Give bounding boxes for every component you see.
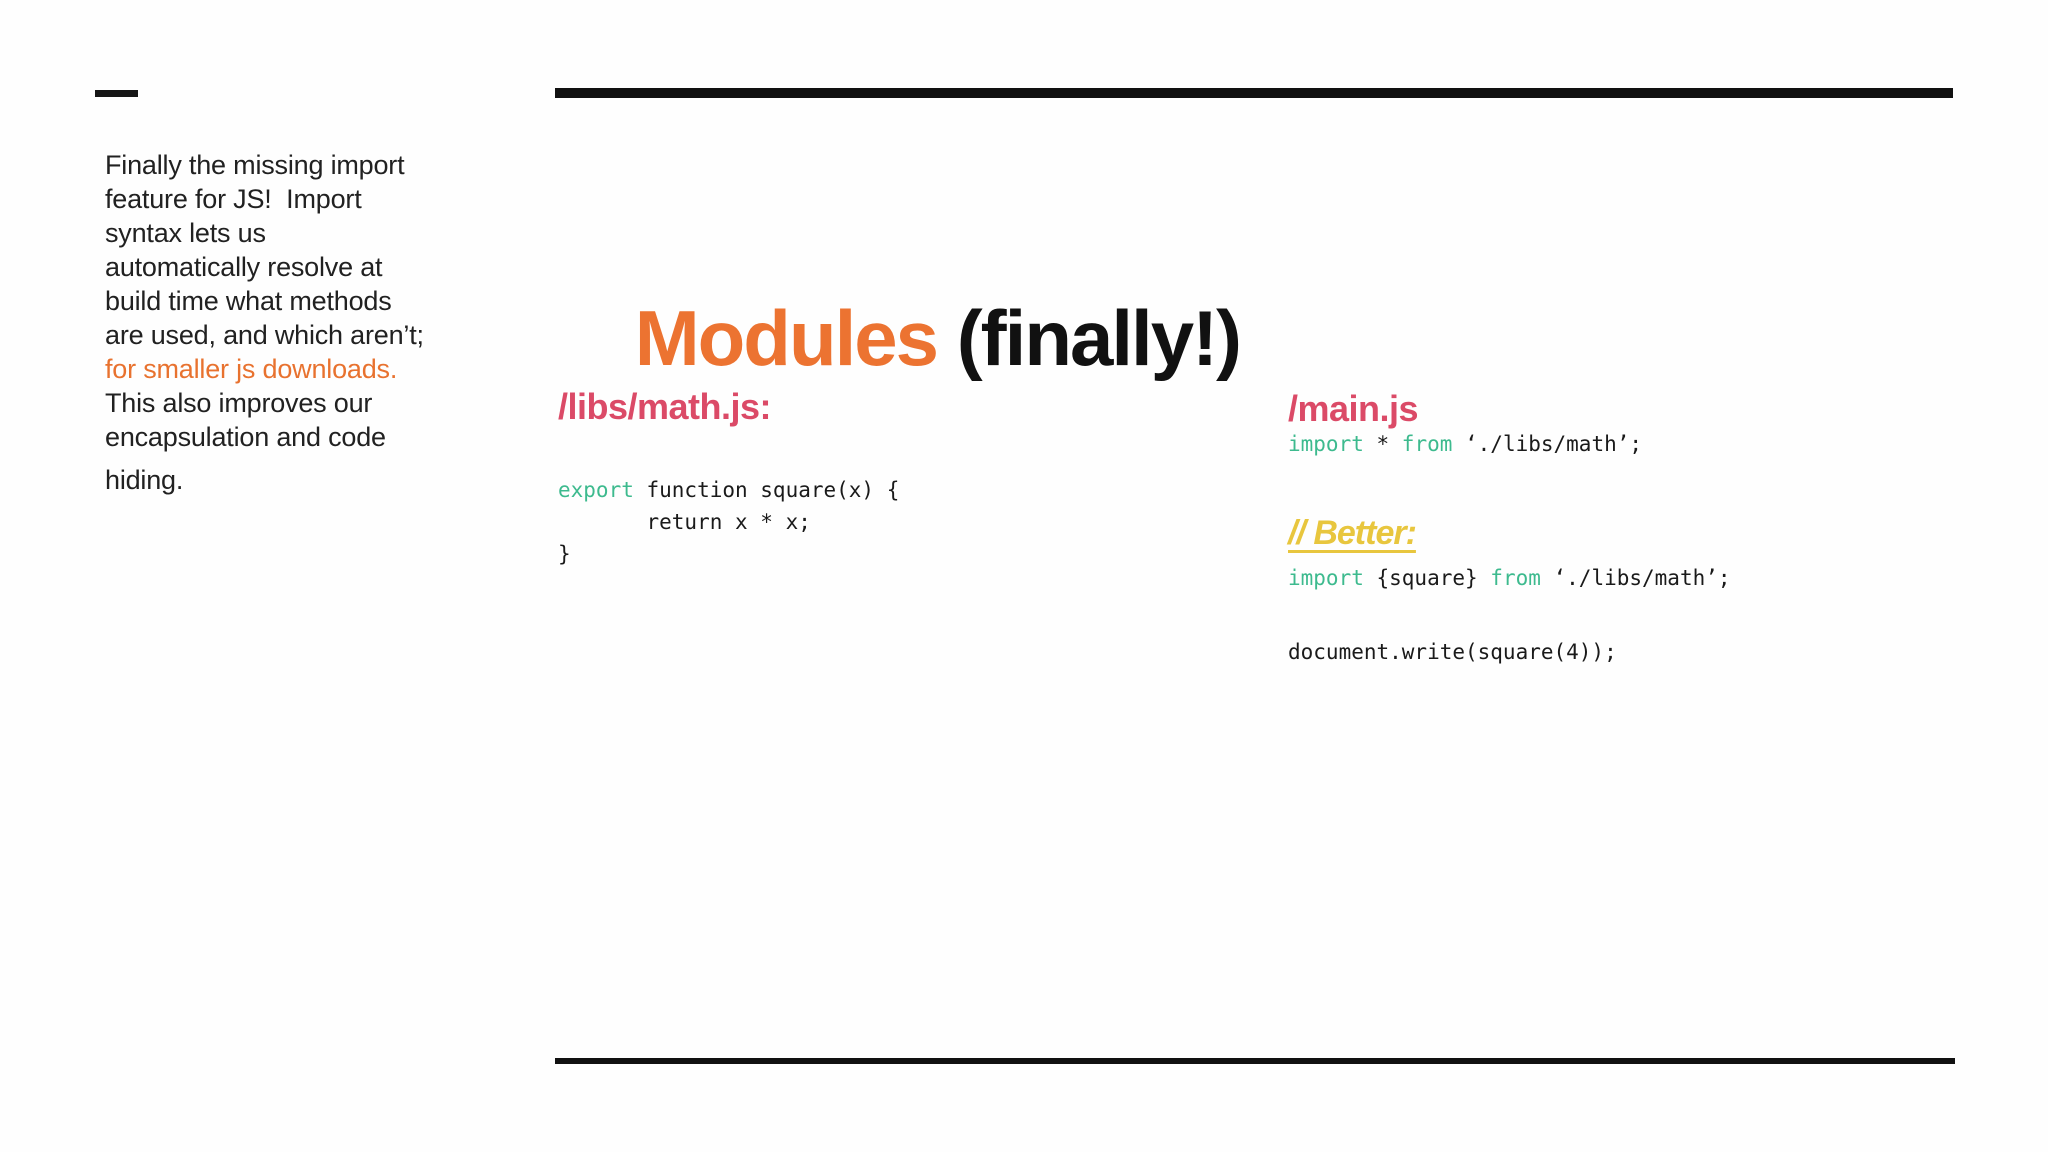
note-line: encapsulation and code	[105, 422, 386, 452]
code-libs-math-js: export function square(x) { return x * x…	[558, 474, 899, 570]
code-import-named: import {square} from ‘./libs/math’;	[1288, 562, 1731, 594]
code-text: ‘./libs/math’;	[1452, 432, 1643, 456]
note-line: feature for JS! Import	[105, 184, 362, 214]
bottom-rule	[555, 1058, 1955, 1064]
code-import-all: import * from ‘./libs/math’;	[1288, 428, 1642, 460]
code-line: import {square} from ‘./libs/math’;	[1288, 562, 1731, 594]
code-line: return x * x;	[558, 506, 899, 538]
code-text: document.write(square(4));	[1288, 640, 1617, 664]
page-title-highlight: Modules	[634, 293, 939, 382]
code-keyword: import	[1288, 566, 1364, 590]
sidebar-note: Finally the missing import feature for JS…	[105, 148, 505, 497]
code-text: *	[1363, 432, 1402, 456]
note-line: Finally the missing import	[105, 150, 405, 180]
code-keyword: from	[1490, 566, 1541, 590]
code-text: ‘./libs/math’;	[1540, 566, 1731, 590]
code-text: }	[558, 542, 571, 566]
note-line: build time what methods	[105, 286, 392, 316]
code-line: export function square(x) {	[558, 474, 899, 506]
code-keyword: from	[1401, 432, 1453, 456]
code-line: import * from ‘./libs/math’;	[1288, 428, 1642, 460]
code-text: {square}	[1363, 566, 1491, 590]
note-line: are used, and which aren’t;	[105, 320, 424, 350]
code-keyword: export	[558, 478, 634, 502]
code-keyword: import	[1288, 432, 1364, 456]
page-title-rest: (finally!)	[937, 293, 1242, 382]
accent-dash	[95, 90, 138, 97]
heading-main-js: /main.js	[1288, 388, 1419, 429]
code-line: }	[558, 538, 899, 570]
code-text: return x * x;	[558, 510, 811, 534]
note-line: automatically resolve at	[105, 252, 383, 282]
code-usage: document.write(square(4));	[1288, 636, 1617, 668]
code-line: document.write(square(4));	[1288, 636, 1617, 668]
code-text: function square(x) {	[633, 478, 900, 502]
note-line: hiding.	[105, 465, 184, 495]
better-label: // Better:	[1288, 514, 1417, 552]
note-line: for smaller js downloads.	[105, 354, 398, 384]
heading-libs-math-js: /libs/math.js:	[558, 386, 772, 427]
top-rule	[555, 88, 1953, 98]
note-line: This also improves our	[105, 388, 373, 418]
page-title: Modules (finally!)	[556, 204, 1242, 473]
note-line: syntax lets us	[105, 218, 266, 248]
